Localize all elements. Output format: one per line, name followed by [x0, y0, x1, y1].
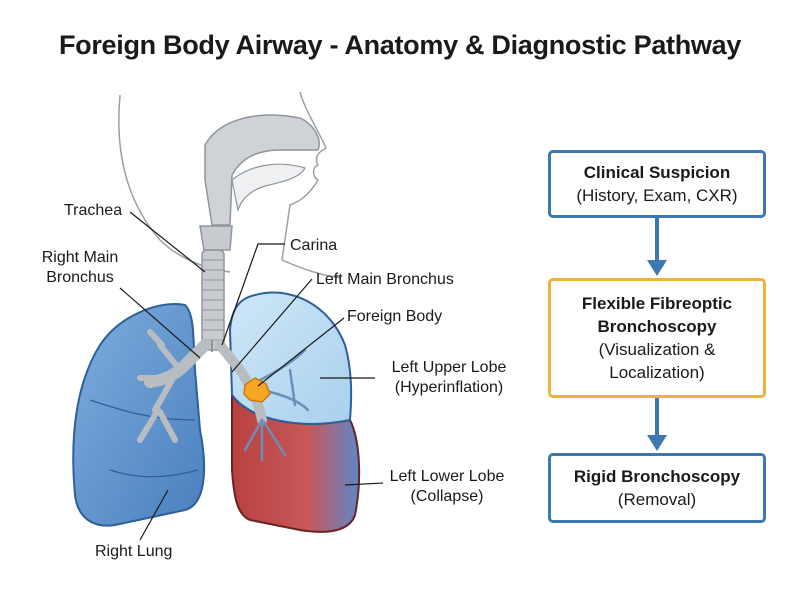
right-lung-fissure [89, 399, 196, 421]
right-bronchial-tree [137, 329, 183, 443]
nasal-oral-cavity [204, 114, 320, 226]
label-carina: Carina [290, 237, 338, 254]
pathway-step-subtitle-line2: Localization) [609, 363, 705, 382]
right-lung [72, 303, 206, 527]
pathway-step-clinical-suspicion: Clinical Suspicion (History, Exam, CXR) [548, 150, 766, 218]
label-right-main-bronchus-line1: Right Main [41, 249, 119, 266]
pathway-step-rigid-bronchoscopy: Rigid Bronchoscopy (Removal) [548, 453, 766, 523]
pathway-step-subtitle-line1: (Visualization & [598, 340, 716, 359]
label-left-main-bronchus: Left Main Bronchus [316, 271, 454, 288]
label-left-upper-lobe-line2: (Hyperinflation) [394, 379, 504, 396]
foreign-body [243, 377, 271, 403]
label-foreign-body: Foreign Body [347, 308, 443, 325]
pathway-step-subtitle: (History, Exam, CXR) [576, 186, 738, 205]
pathway-step-title: Clinical Suspicion [583, 163, 731, 182]
leader-lines [119, 211, 384, 541]
tongue [231, 163, 306, 213]
label-right-main-bronchus-line2: Bronchus [46, 269, 114, 286]
larynx [199, 225, 233, 251]
label-left-upper-lobe: Left Upper Lobe (Hyperinflation) [378, 358, 520, 398]
pathway-step-title: Rigid Bronchoscopy [573, 467, 741, 486]
label-right-main-bronchus: Right Main Bronchus [34, 248, 126, 288]
label-trachea: Trachea [64, 202, 123, 219]
pathway-step-flexible-bronchoscopy: Flexible Fibreoptic Bronchoscopy (Visual… [548, 278, 766, 398]
label-left-lower-lobe: Left Lower Lobe (Collapse) [382, 467, 512, 507]
label-right-lung: Right Lung [95, 543, 173, 560]
diagram-title: Foreign Body Airway - Anatomy & Diagnost… [58, 30, 742, 60]
pathway-step-title-line1: Flexible Fibreoptic [581, 294, 733, 313]
pathway-step-subtitle: (Removal) [617, 490, 697, 509]
pathway-step-title-line2: Bronchoscopy [597, 317, 717, 336]
label-left-upper-lobe-line1: Left Upper Lobe [391, 359, 507, 376]
right-lung-fissure [109, 469, 199, 478]
label-left-lower-lobe-line2: (Collapse) [410, 488, 484, 505]
left-upper-lobe [228, 291, 353, 425]
label-left-lower-lobe-line1: Left Lower Lobe [389, 468, 505, 485]
face-profile-outline [281, 91, 341, 279]
